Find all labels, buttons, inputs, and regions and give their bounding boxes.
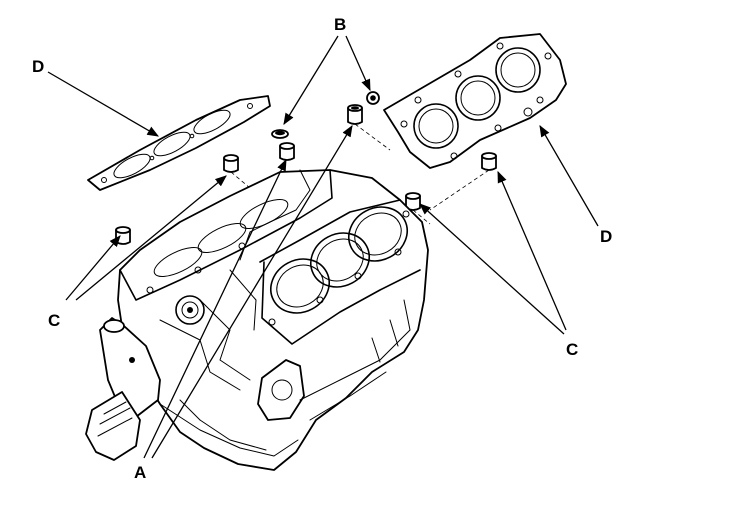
leader-lines xyxy=(47,35,599,459)
label-b: B xyxy=(334,15,346,34)
alignment-lines xyxy=(230,123,490,225)
dowel-pin-right-rear xyxy=(481,152,497,171)
left-head-gasket xyxy=(87,95,271,191)
label-c-left: C xyxy=(48,311,60,330)
label-c-right: C xyxy=(566,340,578,359)
label-a: A xyxy=(134,463,146,482)
label-d-left: D xyxy=(32,57,44,76)
label-d-right: D xyxy=(600,227,612,246)
dowel-pin-right-front xyxy=(405,192,421,211)
oil-filter xyxy=(85,317,161,461)
oil-orifice-left xyxy=(271,129,295,161)
dowel-pin-left-front xyxy=(115,226,131,245)
engine-block xyxy=(117,169,429,471)
right-head-gasket xyxy=(383,33,567,169)
dowel-pin-left-rear xyxy=(223,154,239,173)
oil-orifice-right xyxy=(347,91,380,125)
